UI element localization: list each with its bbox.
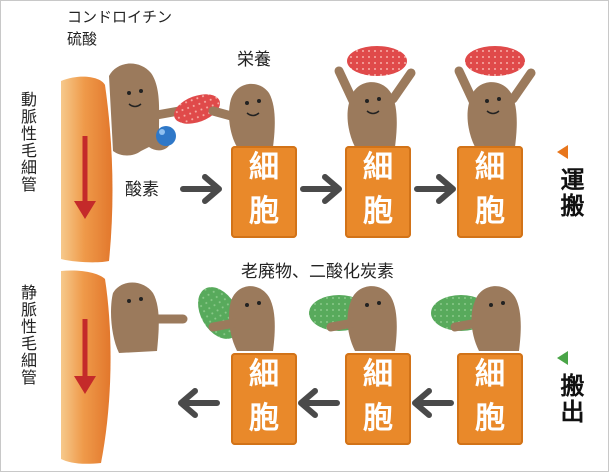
left-triangle-icon	[557, 145, 568, 159]
vein-vessel	[61, 270, 111, 464]
cell-char-1: 細	[363, 150, 393, 185]
chondroitin-figure	[109, 63, 184, 156]
top-figure-2	[334, 46, 416, 147]
cell-block: 細 胞	[457, 353, 523, 445]
cell-char-1: 細	[249, 357, 279, 392]
nutrient-blob	[174, 94, 220, 124]
left-arrow-icon	[412, 388, 454, 418]
cell-char-1: 細	[475, 150, 505, 185]
waste-label: 老廃物、二酸化炭素	[241, 262, 394, 282]
right-arrow-icon	[300, 174, 342, 204]
export-label: 搬出	[556, 373, 584, 425]
down-arrow-icon	[74, 201, 96, 219]
cell-block: 細 胞	[345, 146, 411, 238]
vein-figure	[111, 282, 188, 353]
bottom-figure-1	[198, 286, 275, 351]
cell-char-2: 胞	[475, 194, 505, 229]
top-figure-3	[454, 46, 536, 147]
cell-char-1: 細	[363, 357, 393, 392]
top-figure-1	[208, 83, 275, 147]
cell-char-2: 胞	[249, 401, 279, 436]
artery-label: 動脈性毛細管	[18, 91, 37, 193]
cell-char-2: 胞	[475, 401, 505, 436]
bottom-figure-2	[309, 286, 397, 351]
artery-vessel	[61, 76, 113, 263]
down-arrow-icon	[74, 376, 96, 394]
vein-label: 静脈性毛細管	[18, 284, 37, 386]
cell-block: 細 胞	[345, 353, 411, 445]
oxygen-ball	[156, 126, 176, 146]
chondroitin-label-line2: 硫酸	[67, 30, 98, 48]
nutrients-label: 栄養	[237, 50, 271, 70]
left-triangle-icon	[557, 351, 568, 365]
chondroitin-label-line1: コンドロイチン	[67, 8, 173, 26]
transport-label: 運搬	[556, 167, 584, 219]
cell-char-2: 胞	[363, 401, 393, 436]
oxygen-label: 酸素	[125, 180, 159, 200]
right-arrow-icon	[414, 174, 456, 204]
bottom-figure-3	[431, 286, 521, 351]
left-arrow-icon	[298, 388, 340, 418]
cell-char-2: 胞	[363, 194, 393, 229]
cell-block: 細 胞	[231, 353, 297, 445]
cell-char-1: 細	[475, 357, 505, 392]
right-arrow-icon	[180, 174, 222, 204]
cell-char-1: 細	[249, 150, 279, 185]
left-arrow-icon	[178, 388, 220, 418]
cell-block: 細 胞	[231, 146, 297, 238]
cell-block: 細 胞	[457, 146, 523, 238]
cell-char-2: 胞	[249, 194, 279, 229]
